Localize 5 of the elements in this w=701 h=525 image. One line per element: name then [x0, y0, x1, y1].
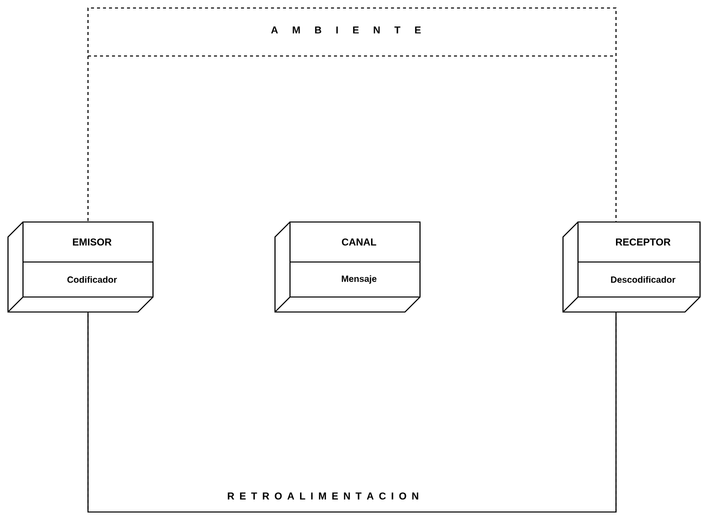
box-3d: EMISOR Codificador: [7, 221, 154, 313]
feedback-line: [87, 312, 617, 513]
box-3d: RECEPTOR Descodificador: [562, 221, 701, 313]
edge-label: R E T R O A L I M E N T A C I O N: [228, 492, 418, 500]
box-3d: CANAL Mensaje: [274, 221, 421, 313]
